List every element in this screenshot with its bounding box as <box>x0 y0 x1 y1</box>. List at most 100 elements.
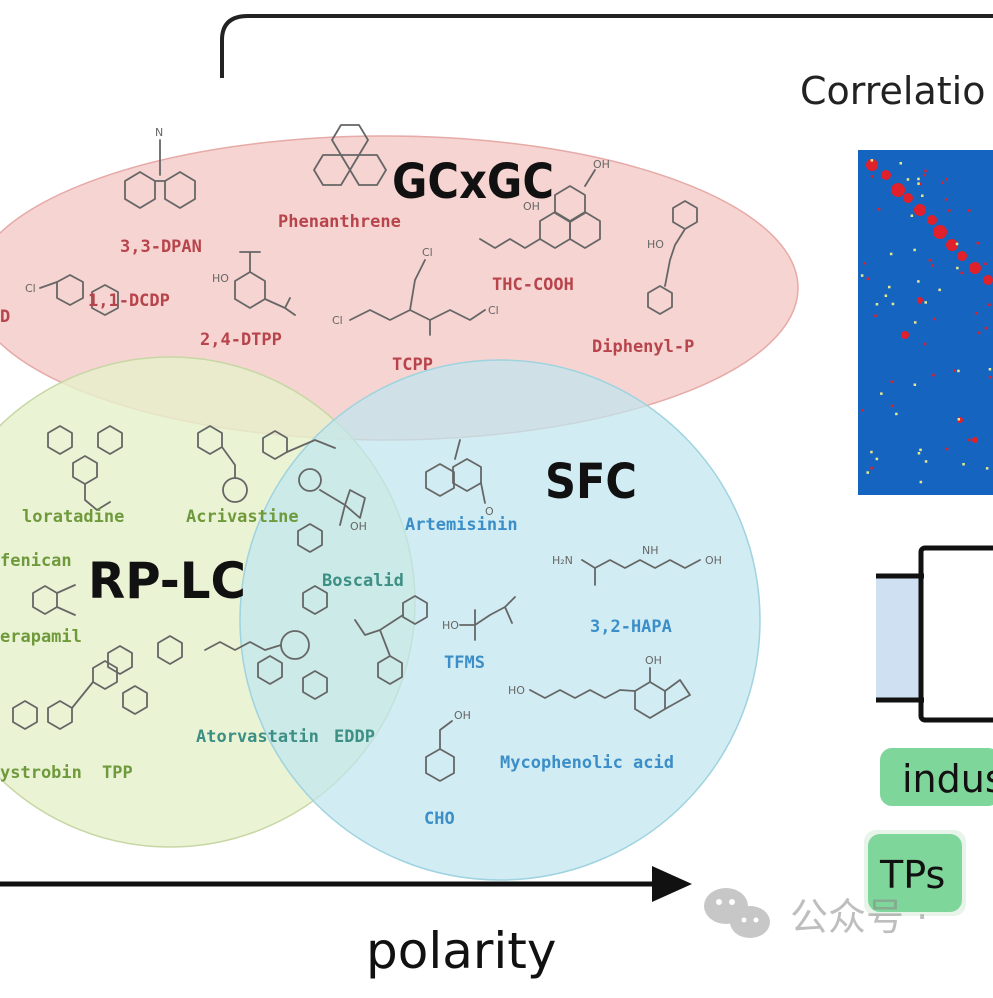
heatmap-speck <box>874 314 877 317</box>
svg-text:HO: HO <box>508 684 525 697</box>
heatmap-speck <box>988 376 992 379</box>
overlap-compounds: Boscalid Atorvastatin EDDP <box>196 571 404 747</box>
compound-boscalid: Boscalid <box>322 571 404 591</box>
heatmap-specks <box>860 159 992 484</box>
rplc-label: RP-LC <box>88 552 246 610</box>
heatmap-speck <box>977 331 981 335</box>
heatmap-speck <box>861 409 864 412</box>
svg-text:O: O <box>485 505 494 518</box>
heatmap-speck <box>948 209 951 212</box>
svg-text:OH: OH <box>523 200 540 213</box>
tps-tag: TPs <box>864 830 966 916</box>
heatmap-speck <box>944 198 948 201</box>
svg-text:Cl: Cl <box>25 282 36 295</box>
heatmap-speck <box>890 380 894 383</box>
heatmap-speck <box>945 178 948 181</box>
compound-loratadine: loratadine <box>22 507 124 527</box>
heatmap-speck <box>924 301 927 304</box>
compound-acrivastine: Acrivastine <box>186 507 299 527</box>
molecule-2,4-dtpp: HO <box>212 251 296 316</box>
svg-text:Cl: Cl <box>332 314 343 327</box>
heatmap-speck <box>960 271 963 275</box>
svg-text:OH: OH <box>593 158 610 171</box>
heatmap-speck <box>947 247 950 250</box>
structure-box <box>876 545 993 723</box>
molecule-ystrobin <box>12 660 118 730</box>
heatmap-speck <box>928 259 932 262</box>
polarity-label: polarity <box>366 922 557 980</box>
heatmap-speck <box>895 412 898 416</box>
heatmap-speck <box>932 373 935 377</box>
heatmap-speck <box>985 467 989 470</box>
svg-text:HO: HO <box>442 619 459 632</box>
compound-eddp: EDDP <box>334 727 375 747</box>
heatmap-point <box>957 251 967 261</box>
compound-fenican: fenican <box>0 551 72 571</box>
heatmap-speck <box>917 280 920 283</box>
molecule-tfms: HO <box>442 596 516 641</box>
molecule-eddp <box>354 595 428 685</box>
heatmap-speck <box>962 463 965 466</box>
heatmap-speck <box>863 262 866 265</box>
heatmap-speck <box>877 208 881 211</box>
molecule-tpp <box>107 635 183 715</box>
compound-3,2-hapa: 3,2-HAPA <box>590 617 672 637</box>
molecule-1,1-dcdp: Cl <box>25 274 119 316</box>
watermark: 公众号 · <box>704 888 928 939</box>
heatmap-speck <box>906 178 910 181</box>
svg-text:Cl: Cl <box>422 246 433 259</box>
heatmap-speck <box>913 383 917 386</box>
svg-text:Cl: Cl <box>488 304 499 317</box>
top-bracket <box>220 14 993 78</box>
rplc-compounds: loratadine Acrivastine fenican erapamil … <box>0 507 299 783</box>
svg-text:OH: OH <box>645 654 662 667</box>
heatmap-speck <box>866 277 870 280</box>
heatmap-point <box>917 297 923 303</box>
heatmap-speck <box>870 159 874 162</box>
industrial-tag-label: indus <box>902 757 993 801</box>
sfc-compounds: Artemisinin 3,2-HAPA TFMS Mycophenolic a… <box>405 515 674 829</box>
molecule-3,2-hapa: H₂N NH OH <box>552 544 722 586</box>
molecule-diphenyl-p: HO <box>647 200 698 315</box>
molecule-structures: N OH OH Cl HO <box>12 124 722 782</box>
heatmap-speck <box>917 182 920 185</box>
heatmap-speck <box>889 252 893 256</box>
heatmap-speck <box>866 471 869 474</box>
compound-1,1-dcdp: 1,1-DCDP <box>88 291 170 311</box>
correlation-heatmap <box>858 150 993 495</box>
heatmap-speck <box>870 450 873 454</box>
heatmap-speck <box>888 285 891 289</box>
heatmap-speck <box>988 303 991 306</box>
correlation-label: Correlatio <box>800 69 985 113</box>
heatmap-speck <box>957 418 961 421</box>
compound-ystrobin: ystrobin <box>0 763 82 783</box>
svg-text:OH: OH <box>454 709 471 722</box>
heatmap-speck <box>924 169 927 173</box>
compound-atorvastatin: Atorvastatin <box>196 727 319 747</box>
heatmap-speck <box>875 303 879 306</box>
svg-text:H₂N: H₂N <box>552 554 573 567</box>
heatmap-speck <box>945 447 949 451</box>
heatmap-speck <box>984 326 988 330</box>
watermark-text: 公众号 · <box>790 895 928 939</box>
heatmap-speck <box>917 452 921 455</box>
compound-cho: CHO <box>424 809 455 829</box>
heatmap-speck <box>931 264 934 267</box>
svg-text:HO: HO <box>647 238 664 251</box>
heatmap-speck <box>875 457 879 461</box>
gcxgc-compounds: 3,3-DPAN Phenanthrene THC-COOH 1,1-DCDP … <box>0 212 694 375</box>
heatmap-speck <box>941 181 944 184</box>
molecule-cho: OH <box>425 709 471 782</box>
heatmap-speck <box>914 321 917 324</box>
heatmap-speck <box>923 173 926 177</box>
heatmap-point <box>972 437 978 443</box>
heatmap-speck <box>956 266 959 270</box>
compound-2,4-dtpp: 2,4-DTPP <box>200 330 282 350</box>
heatmap-speck <box>932 317 936 321</box>
molecule-tcpp: Cl Cl Cl <box>332 246 499 336</box>
molecule-atorvastatin <box>204 585 328 700</box>
heatmap-speck <box>884 294 888 297</box>
gcxgc-label: GCxGC <box>392 154 554 210</box>
